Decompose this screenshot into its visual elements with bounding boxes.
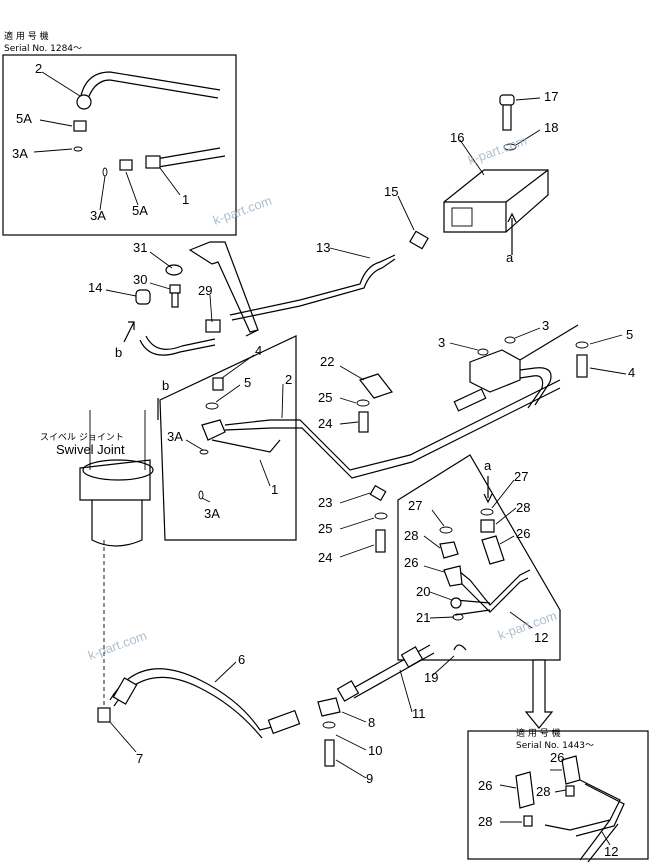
callout-5a: 5A: [132, 203, 148, 218]
callout-26: 26: [516, 526, 530, 541]
callout-24: 24: [318, 416, 332, 431]
callout-14: 14: [88, 280, 102, 295]
callout-1: 1: [271, 482, 278, 497]
callout-3a: 3A: [167, 429, 183, 444]
callout-15: 15: [384, 184, 398, 199]
callout-12: 12: [534, 630, 548, 645]
arrow-to-inset: [524, 659, 554, 729]
inset-box-bottom: [467, 730, 649, 860]
callout-8: 8: [368, 715, 375, 730]
callout-21: 21: [416, 610, 430, 625]
middle-parts: [198, 377, 561, 500]
callout-11: 11: [412, 706, 426, 721]
upper-left-parts: [135, 241, 259, 356]
callout-31: 31: [133, 240, 147, 255]
callout-10: 10: [368, 743, 382, 758]
callout-3: 3: [438, 335, 445, 350]
watermark-1: k-part.com: [211, 193, 274, 228]
watermark-3: k-part.com: [86, 628, 149, 663]
callout-28: 28: [536, 784, 550, 799]
callout-27: 27: [514, 469, 528, 484]
swivel-joint: [79, 410, 154, 547]
inset-box-top: [2, 54, 237, 236]
callout-30: 30: [133, 272, 147, 287]
callout-a: a: [506, 250, 514, 265]
callout-27: 27: [408, 498, 422, 513]
callout-29: 29: [198, 283, 212, 298]
applicable-serial-bottom: Serial No. 1443～: [516, 741, 594, 751]
callout-7: 7: [136, 751, 143, 766]
callout-12: 12: [604, 844, 618, 859]
bracket-22: [356, 373, 393, 433]
applicable-serial-jp-top: 適 用 号 機: [4, 30, 49, 42]
fitting-15: [409, 230, 429, 250]
callout-3: 3: [542, 318, 549, 333]
callout-25: 25: [318, 390, 332, 405]
callout-19: 19: [424, 670, 438, 685]
center-valve: [453, 324, 589, 412]
callout-4: 4: [628, 365, 635, 380]
valve-block-16: [443, 169, 549, 255]
callout-26: 26: [404, 555, 418, 570]
callout-1: 1: [182, 192, 189, 207]
callout-2: 2: [285, 372, 292, 387]
callout-3a: 3A: [90, 208, 106, 223]
callout-25: 25: [318, 521, 332, 536]
inset-box-right: [397, 454, 561, 661]
callout-22: 22: [320, 354, 334, 369]
callout-b: b: [162, 378, 169, 393]
applicable-serial-jp-bottom: 適 用 号 機: [516, 727, 561, 739]
tube-13: [229, 254, 396, 316]
inset-bottom-parts: [515, 755, 625, 863]
callout-20: 20: [416, 584, 430, 599]
callout-9: 9: [366, 771, 373, 786]
hose-6: [109, 668, 281, 739]
fittings-26-28: [439, 508, 531, 621]
callout-26: 26: [550, 750, 564, 765]
callout-28: 28: [478, 814, 492, 829]
callout-18: 18: [544, 120, 558, 135]
applicable-serial-top: Serial No. 1284～: [4, 44, 82, 54]
callout-4: 4: [255, 343, 262, 358]
callout-13: 13: [316, 240, 330, 255]
inset-top-leaders: [33, 71, 181, 211]
callout-23: 23: [318, 495, 332, 510]
inset-top-parts: [73, 71, 226, 177]
callout-5a: 5A: [16, 111, 32, 126]
callout-b: b: [115, 345, 122, 360]
callout-3a: 3A: [204, 506, 220, 521]
callout-2: 2: [35, 61, 42, 76]
callout-16: 16: [450, 130, 464, 145]
bolt-17: [499, 94, 517, 151]
callout-28: 28: [404, 528, 418, 543]
callout-26: 26: [478, 778, 492, 793]
callout-5: 5: [626, 327, 633, 342]
watermark-2: k-part.com: [466, 133, 529, 168]
callout-5: 5: [244, 375, 251, 390]
watermark-4: k-part.com: [496, 608, 559, 643]
callout-28: 28: [516, 500, 530, 515]
swivel-joint-label: Swivel Joint: [56, 442, 125, 457]
callout-3a: 3A: [12, 146, 28, 161]
callout-a: a: [484, 458, 492, 473]
callout-17: 17: [544, 89, 558, 104]
callout-24: 24: [318, 550, 332, 565]
swivel-joint-jp: スイベル ジョイント: [40, 433, 124, 443]
fittings-8-11: [317, 644, 467, 767]
callout-6: 6: [238, 652, 245, 667]
